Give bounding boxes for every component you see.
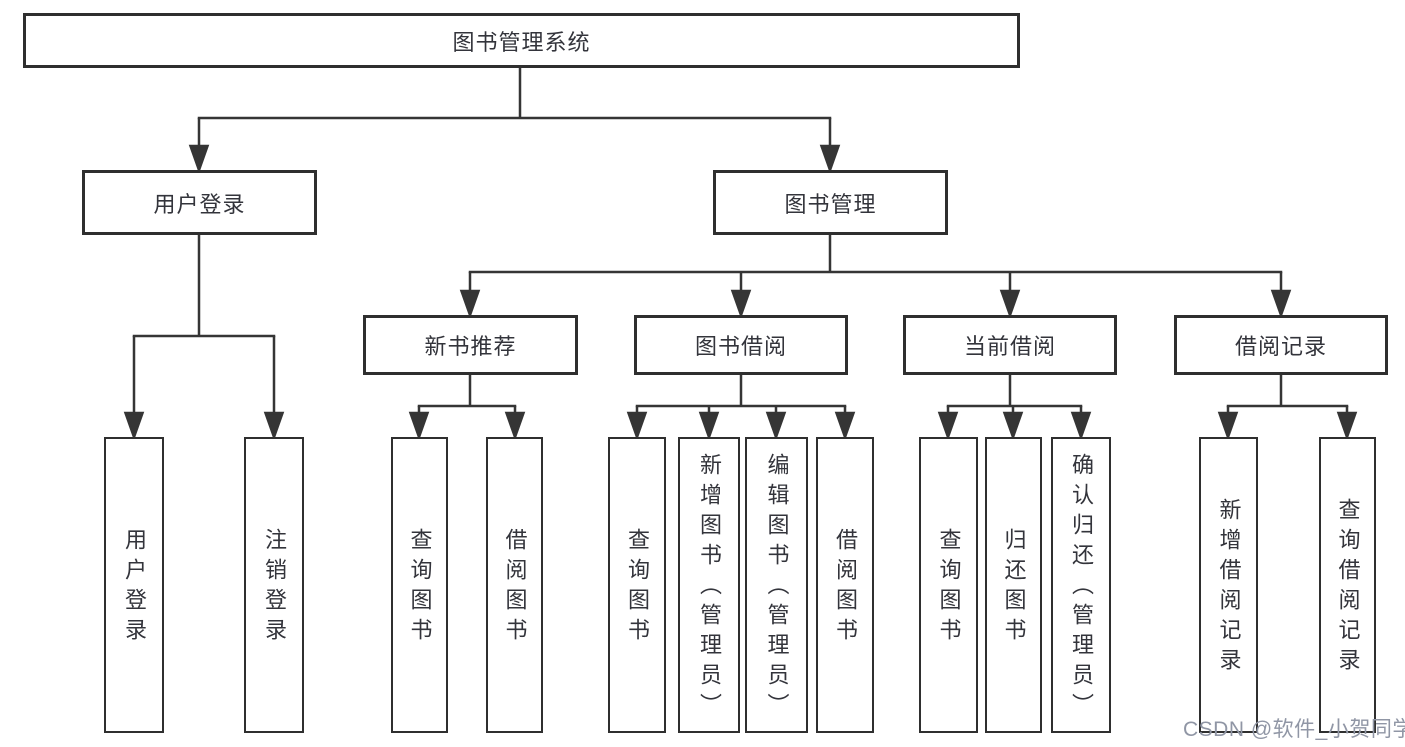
leaf-query-books-borrow-label: 查询图书 (625, 528, 650, 648)
leaf-edit-book-admin-label: 编辑图书（管理员） (764, 453, 790, 723)
leaf-confirm-return-admin-label: 确认归还（管理员） (1069, 453, 1094, 723)
leaf-confirm-return-admin: 确认归还（管理员） (1051, 437, 1111, 733)
leaf-borrow-books-recommend-label: 借阅图书 (502, 528, 528, 648)
node-book-borrowing-label: 图书借阅 (694, 334, 787, 359)
csdn-watermark: CSDN @软件_小贺同学 (1183, 718, 1405, 741)
leaf-query-borrow-record: 查询借阅记录 (1319, 437, 1376, 733)
leaf-borrow-books: 借阅图书 (816, 437, 874, 733)
node-root: 图书管理系统 (23, 13, 1020, 68)
leaf-add-book-admin-label: 新增图书（管理员） (697, 453, 722, 723)
leaf-logout-label: 注销登录 (262, 528, 287, 648)
node-current-borrowing-label: 当前借阅 (963, 334, 1056, 359)
node-new-book-recommendation: 新书推荐 (363, 315, 578, 375)
leaf-logout: 注销登录 (244, 437, 304, 733)
node-borrowing-records: 借阅记录 (1174, 315, 1388, 375)
node-book-borrowing: 图书借阅 (634, 315, 848, 375)
leaf-user-login-label: 用户登录 (122, 528, 147, 648)
node-book-management-label: 图书管理 (784, 191, 877, 217)
leaf-query-books-recommend-label: 查询图书 (407, 528, 433, 648)
leaf-return-books: 归还图书 (985, 437, 1042, 733)
leaf-add-borrow-record-label: 新增借阅记录 (1216, 498, 1242, 678)
leaf-edit-book-admin: 编辑图书（管理员） (745, 437, 808, 733)
leaf-borrow-books-label: 借阅图书 (833, 528, 858, 648)
node-new-book-recommendation-label: 新书推荐 (424, 334, 517, 359)
leaf-query-books-current-label: 查询图书 (936, 528, 962, 648)
node-current-borrowing: 当前借阅 (903, 315, 1117, 375)
node-book-management: 图书管理 (713, 170, 948, 235)
leaf-query-books-borrow: 查询图书 (608, 437, 666, 733)
leaf-query-books-current: 查询图书 (919, 437, 978, 733)
leaf-query-books-recommend: 查询图书 (391, 437, 448, 733)
leaf-add-book-admin: 新增图书（管理员） (678, 437, 740, 733)
leaf-user-login: 用户登录 (104, 437, 164, 733)
leaf-query-borrow-record-label: 查询借阅记录 (1335, 498, 1361, 678)
node-user-login-label: 用户登录 (153, 191, 246, 217)
node-borrowing-records-label: 借阅记录 (1234, 334, 1327, 359)
leaf-return-books-label: 归还图书 (1001, 528, 1027, 648)
leaf-borrow-books-recommend: 借阅图书 (486, 437, 543, 733)
node-root-label: 图书管理系统 (452, 29, 591, 55)
node-user-login: 用户登录 (82, 170, 317, 235)
leaf-add-borrow-record: 新增借阅记录 (1199, 437, 1258, 733)
